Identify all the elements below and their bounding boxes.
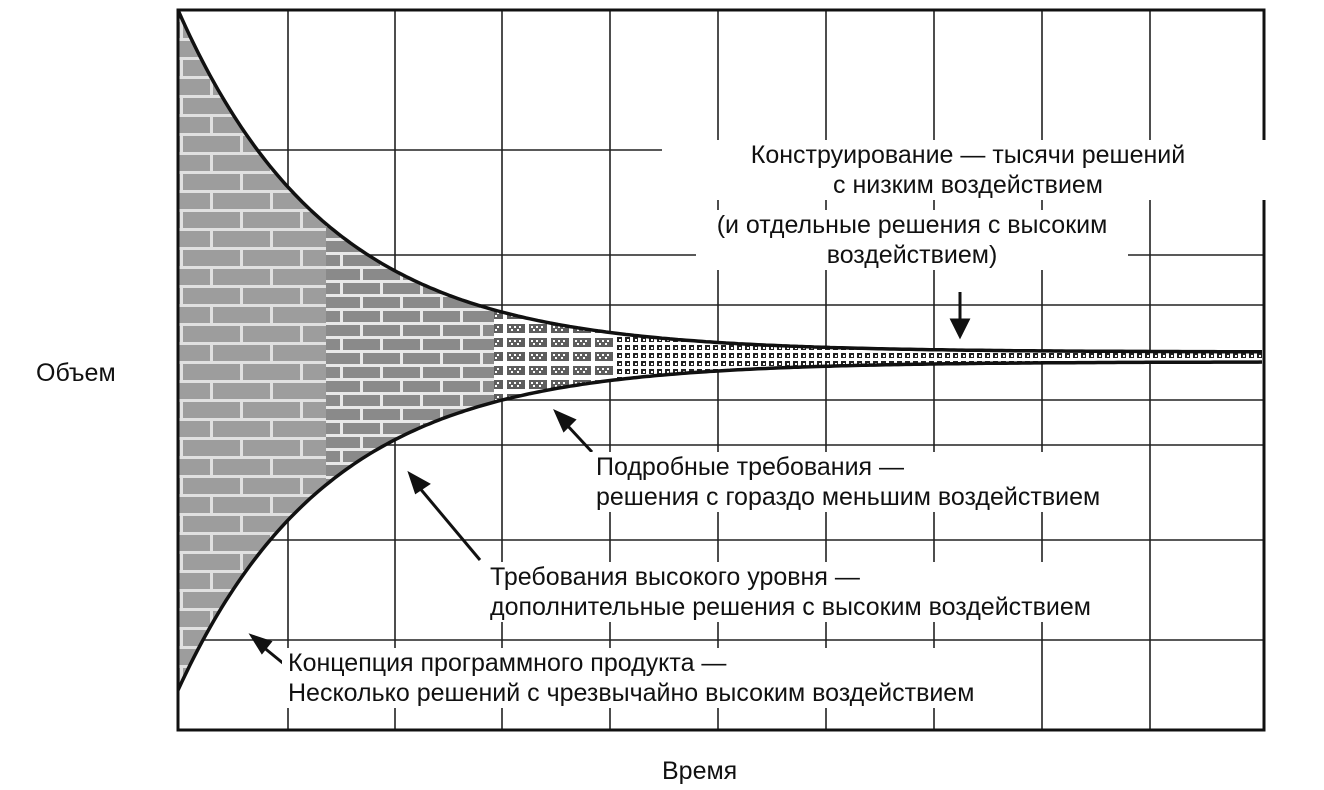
detailed-arrow xyxy=(564,422,594,454)
funnel-upper-curve xyxy=(176,9,1262,354)
construction-annotation-note: (и отдельные решения с высоким воздейств… xyxy=(696,210,1128,270)
construction-line-2: с низким воздействием xyxy=(833,171,1103,199)
high-level-requirements-annotation: Требования высокого уровня — дополнитель… xyxy=(484,562,1097,622)
detailed-requirements-line-1: Подробные требования — xyxy=(596,453,905,481)
high-level-arrow-head xyxy=(407,470,431,495)
construction-annotation: Конструирование — тысячи решений с низки… xyxy=(662,140,1274,200)
high-level-requirements-line-2: дополнительные решения с высоким воздейс… xyxy=(490,593,1091,621)
concept-arrow-head xyxy=(248,633,273,655)
detailed-arrow-head xyxy=(553,409,577,433)
high-level-requirements-line-1: Требования высокого уровня — xyxy=(490,563,860,591)
product-concept-line-2: Несколько решений с чрезвычайно высоким … xyxy=(288,679,975,707)
product-concept-line-1: Концепция программного продукта — xyxy=(288,649,727,677)
construction-arrow-head xyxy=(949,318,971,340)
product-concept-annotation: Концепция программного продукта — Нескол… xyxy=(282,648,981,708)
concept-region xyxy=(178,10,326,691)
detailed-requirements-line-2: решения с гораздо меньшим воздействием xyxy=(596,483,1101,511)
construction-line-3: (и отдельные решения с высоким xyxy=(716,211,1108,239)
construction-line-4: воздействием) xyxy=(826,241,998,269)
high-level-arrow xyxy=(416,485,482,561)
construction-line-1: Конструирование — тысячи решений xyxy=(750,141,1186,169)
detailed-requirements-annotation: Подробные требования — решения с гораздо… xyxy=(590,452,1107,512)
high-level-region xyxy=(326,10,494,691)
y-axis-label: Объем xyxy=(36,359,116,387)
annotation-arrows xyxy=(248,292,971,666)
diagram-frame xyxy=(176,8,1266,732)
x-axis-label: Время xyxy=(662,757,738,785)
funnel-lower-curve xyxy=(176,360,1263,691)
detailed-region xyxy=(494,10,614,691)
